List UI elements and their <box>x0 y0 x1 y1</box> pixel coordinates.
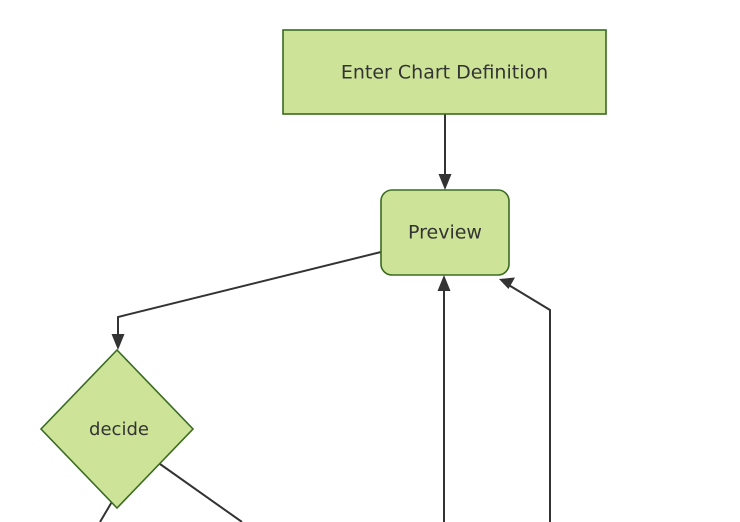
node-decide-label: decide <box>89 419 149 440</box>
arrow-head-icon <box>499 277 515 289</box>
node-enter-chart-definition-shape <box>282 29 607 115</box>
edge-bottom-center-to-preview[interactable] <box>437 275 451 522</box>
node-enter-chart-definition[interactable]: Enter Chart Definition <box>282 29 607 115</box>
edge-decide-right-out[interactable] <box>159 463 243 522</box>
edge-preview-to-decide[interactable] <box>111 251 382 350</box>
node-decide-shape <box>39 348 195 510</box>
arrow-head-icon <box>111 334 125 350</box>
node-preview[interactable]: Preview <box>380 189 510 276</box>
edge-layer <box>99 114 551 522</box>
edge-bottom-right-to-preview[interactable] <box>499 277 551 522</box>
node-layer: Enter Chart Definition Preview decide <box>39 29 607 510</box>
edge-decide-bottom-out[interactable] <box>99 499 114 522</box>
node-preview-label: Preview <box>408 222 482 244</box>
arrow-head-icon <box>437 275 451 291</box>
node-enter-chart-definition-label: Enter Chart Definition <box>341 62 548 84</box>
node-preview-shape <box>380 189 510 276</box>
edge-enter-to-preview[interactable] <box>438 114 452 190</box>
arrow-head-icon <box>438 174 452 190</box>
node-decide[interactable]: decide <box>39 348 195 510</box>
